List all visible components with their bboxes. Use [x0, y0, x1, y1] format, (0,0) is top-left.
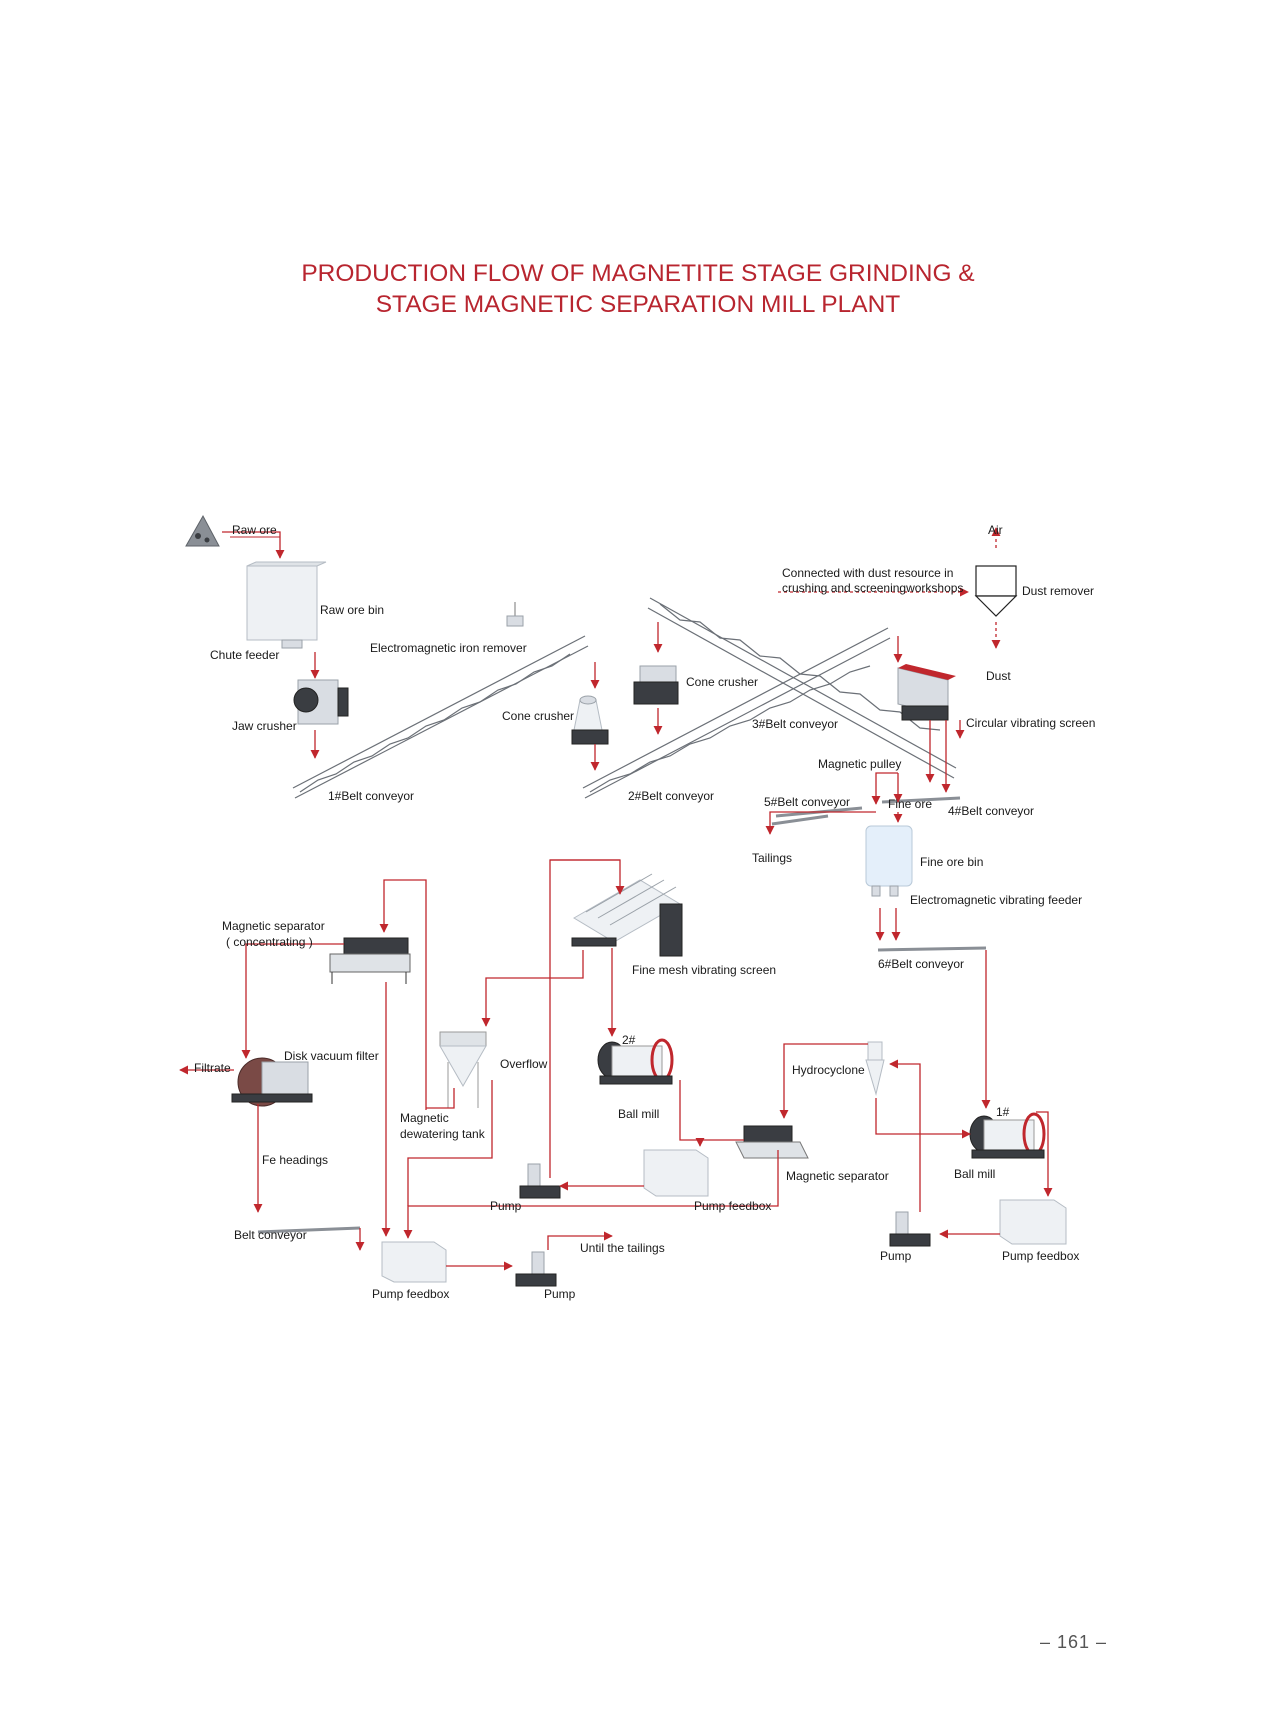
label-overflow: Overflow	[500, 1057, 548, 1071]
belt-conveyor-3-icon	[647, 597, 957, 779]
page-title-line-1: PRODUCTION FLOW OF MAGNETITE STAGE GRIND…	[301, 260, 975, 287]
disk-vacuum-filter-icon	[231, 1057, 313, 1107]
label-mill-1-tag: 1#	[996, 1105, 1010, 1119]
pump-a-icon	[519, 1163, 561, 1199]
label-circular-vibrating-screen: Circular vibrating screen	[966, 716, 1095, 730]
label-dust: Dust	[986, 669, 1011, 683]
label-pump-feedbox-a: Pump feedbox	[694, 1199, 771, 1213]
label-raw-ore: Raw ore	[232, 523, 277, 537]
label-cone-crusher-2: Cone crusher	[686, 675, 758, 689]
page-title-line-2: STAGE MAGNETIC SEPARATION MILL PLANT	[375, 291, 901, 318]
label-pump-feedbox-c: Pump feedbox	[1002, 1249, 1079, 1263]
ball-mill-1-icon	[969, 1112, 1046, 1159]
pump-c-icon	[889, 1211, 931, 1247]
belt-conveyor-2-icon	[582, 627, 891, 799]
pump-feedbox-a-icon	[643, 1149, 709, 1197]
label-magnetic-separator: Magnetic separator	[786, 1169, 889, 1183]
label-disk-vacuum-filter: Disk vacuum filter	[284, 1049, 379, 1063]
page-number: – 161 –	[1040, 1632, 1108, 1652]
label-filtrate: Filtrate	[194, 1061, 231, 1075]
label-pump-c: Pump	[880, 1249, 912, 1263]
electromagnetic-iron-remover-icon	[506, 602, 524, 627]
label-pump-b: Pump	[544, 1287, 576, 1301]
label-fine-ore-bin: Fine ore bin	[920, 855, 983, 869]
label-magnetic-dewatering-tank-2: dewatering tank	[400, 1127, 486, 1141]
pump-feedbox-c-icon	[999, 1199, 1067, 1245]
fine-ore-bin-icon	[865, 825, 913, 897]
circular-vibrating-screen-icon	[897, 664, 956, 721]
label-fine-ore: Fine ore	[888, 797, 932, 811]
label-magnetic-separator-concentrating-2: ( concentrating )	[226, 935, 313, 949]
label-jaw-crusher: Jaw crusher	[232, 719, 297, 733]
label-pump-feedbox-b: Pump feedbox	[372, 1287, 449, 1301]
tailings-belt-icon	[771, 814, 829, 826]
label-dust-remover: Dust remover	[1022, 584, 1094, 598]
label-belt-conveyor-5: 5#Belt conveyor	[764, 795, 850, 809]
label-belt-conveyor-2: 2#Belt conveyor	[628, 789, 714, 803]
belt-conveyor-6-icon	[877, 946, 987, 952]
fine-mesh-vibrating-screen-icon	[571, 873, 683, 957]
hydrocyclone-icon	[865, 1041, 885, 1096]
raw-ore-bin-icon	[246, 561, 327, 649]
label-dust-note-2: crushing and screeningworkshops	[782, 581, 963, 595]
label-magnetic-dewatering-tank-1: Magnetic	[400, 1111, 449, 1125]
label-ball-mill-2: Ball mill	[618, 1107, 659, 1121]
label-until-the-tailings: Until the tailings	[580, 1241, 665, 1255]
raw-ore-icon	[185, 514, 220, 547]
cone-crusher-2-icon	[633, 665, 679, 705]
label-air: Air	[988, 523, 1003, 537]
cone-crusher-1-icon	[571, 695, 609, 745]
label-fine-mesh-vibrating-screen: Fine mesh vibrating screen	[632, 963, 776, 977]
label-dust-note-1: Connected with dust resource in	[782, 566, 953, 580]
label-pump-a: Pump	[490, 1199, 522, 1213]
pump-feedbox-b-icon	[381, 1241, 447, 1283]
dust-remover-icon	[974, 565, 1018, 617]
label-chute-feeder: Chute feeder	[210, 648, 279, 662]
label-raw-ore-bin: Raw ore bin	[320, 603, 384, 617]
pump-b-icon	[515, 1251, 557, 1287]
label-belt-conveyor: Belt conveyor	[234, 1228, 307, 1242]
jaw-crusher-icon	[293, 679, 349, 725]
label-cone-crusher-1: Cone crusher	[502, 709, 574, 723]
magnetic-dewatering-tank-icon	[439, 1031, 487, 1108]
belt-conveyor-1-icon	[292, 635, 589, 799]
label-belt-conveyor-4: 4#Belt conveyor	[948, 804, 1034, 818]
belt-conveyor-icon	[257, 1226, 361, 1234]
ball-mill-2-icon	[597, 1038, 674, 1085]
label-hydrocyclone: Hydrocyclone	[792, 1063, 865, 1077]
label-belt-conveyor-3: 3#Belt conveyor	[752, 717, 838, 731]
label-electromagnetic-vibrating-feeder: Electromagnetic vibrating feeder	[910, 893, 1082, 907]
magnetic-separator-icon	[735, 1125, 809, 1159]
label-belt-conveyor-6: 6#Belt conveyor	[878, 957, 964, 971]
label-fe-headings: Fe headings	[262, 1153, 328, 1167]
magnetic-separator-concentrating-icon	[329, 937, 411, 984]
label-electromagnetic-iron-remover: Electromagnetic iron remover	[370, 641, 527, 655]
label-magnetic-separator-concentrating-1: Magnetic separator	[222, 919, 325, 933]
label-tailings: Tailings	[752, 851, 792, 865]
label-ball-mill-1: Ball mill	[954, 1167, 995, 1181]
label-belt-conveyor-1: 1#Belt conveyor	[328, 789, 414, 803]
flow-lines	[179, 527, 1053, 1271]
label-mill-2-tag: 2#	[622, 1033, 636, 1047]
label-magnetic-pulley: Magnetic pulley	[818, 757, 901, 771]
